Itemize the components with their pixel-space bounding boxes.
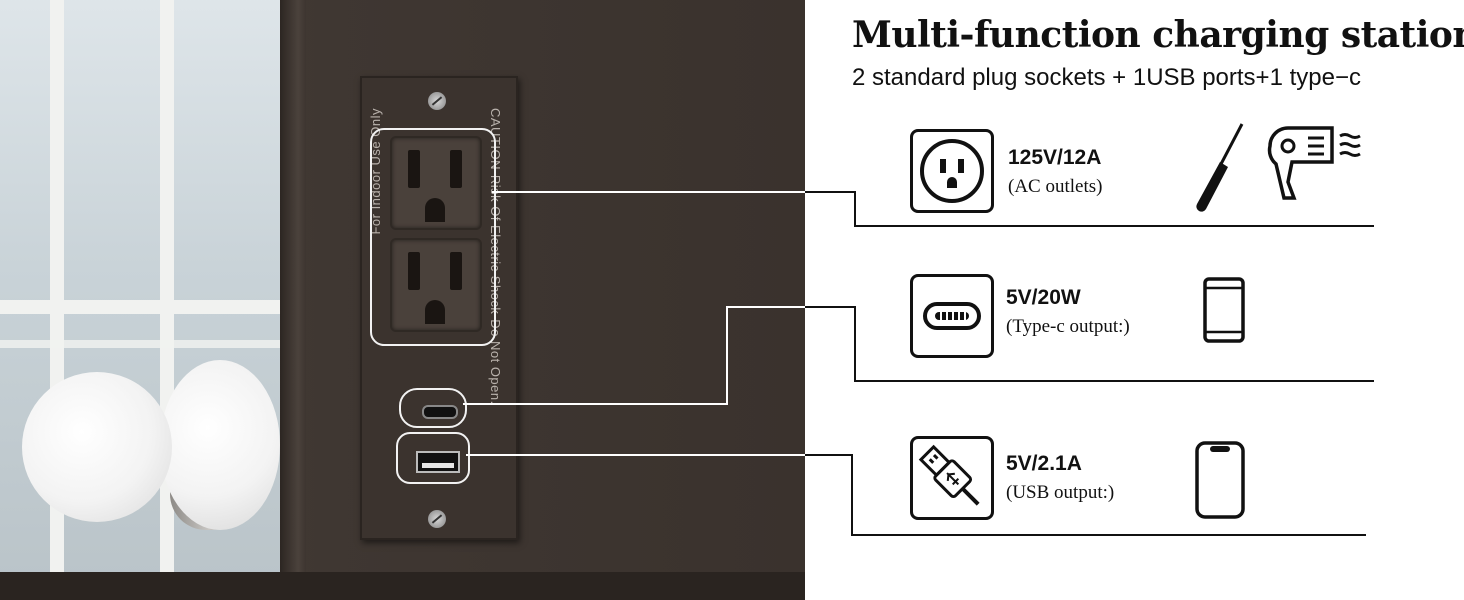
screw-icon (428, 92, 446, 110)
vanity-bulb (22, 372, 172, 522)
ac-label: (AC outlets) (1008, 176, 1103, 197)
leader-type-c (805, 306, 1374, 382)
counter-top (0, 572, 805, 600)
vanity-bulb-back (160, 360, 280, 530)
usb-rating: 5V/2.1A (1006, 452, 1082, 475)
type-c-port-icon (910, 274, 994, 358)
leader-usb (805, 454, 1366, 536)
screwdriver-icon (1196, 123, 1244, 212)
hair-dryer-icon (1267, 126, 1361, 200)
type-c-rating: 5V/20W (1006, 286, 1081, 309)
page-subtitle: 2 standard plug sockets + 1USB ports+1 t… (852, 64, 1361, 91)
tablet-icon (1203, 277, 1245, 343)
usb-a-port (416, 451, 460, 473)
charging-plate: For Indoor Use Only CAUTION-Risk Of Elec… (360, 76, 518, 540)
screw-icon (428, 510, 446, 528)
type-c-highlight (399, 388, 467, 428)
ac-outlet-highlight (370, 128, 496, 346)
type-c-label: (Type-c output:) (1006, 316, 1130, 337)
window-mullion (0, 340, 282, 348)
usb-cable-icon (910, 436, 994, 520)
ac-outlet-icon (910, 129, 994, 213)
ac-rating: 125V/12A (1008, 146, 1102, 169)
usb-label: (USB output:) (1006, 482, 1115, 503)
mirror-frame (280, 0, 306, 600)
leader-ac (805, 191, 1374, 227)
product-photo: For Indoor Use Only CAUTION-Risk Of Elec… (0, 0, 805, 600)
page-title: Multi-function charging station (852, 14, 1464, 56)
ac-outlet-top (390, 136, 482, 230)
ac-outlet-bottom (390, 238, 482, 332)
window-mullion (0, 300, 282, 314)
smartphone-icon (1195, 441, 1245, 519)
usb-highlight (396, 432, 470, 484)
